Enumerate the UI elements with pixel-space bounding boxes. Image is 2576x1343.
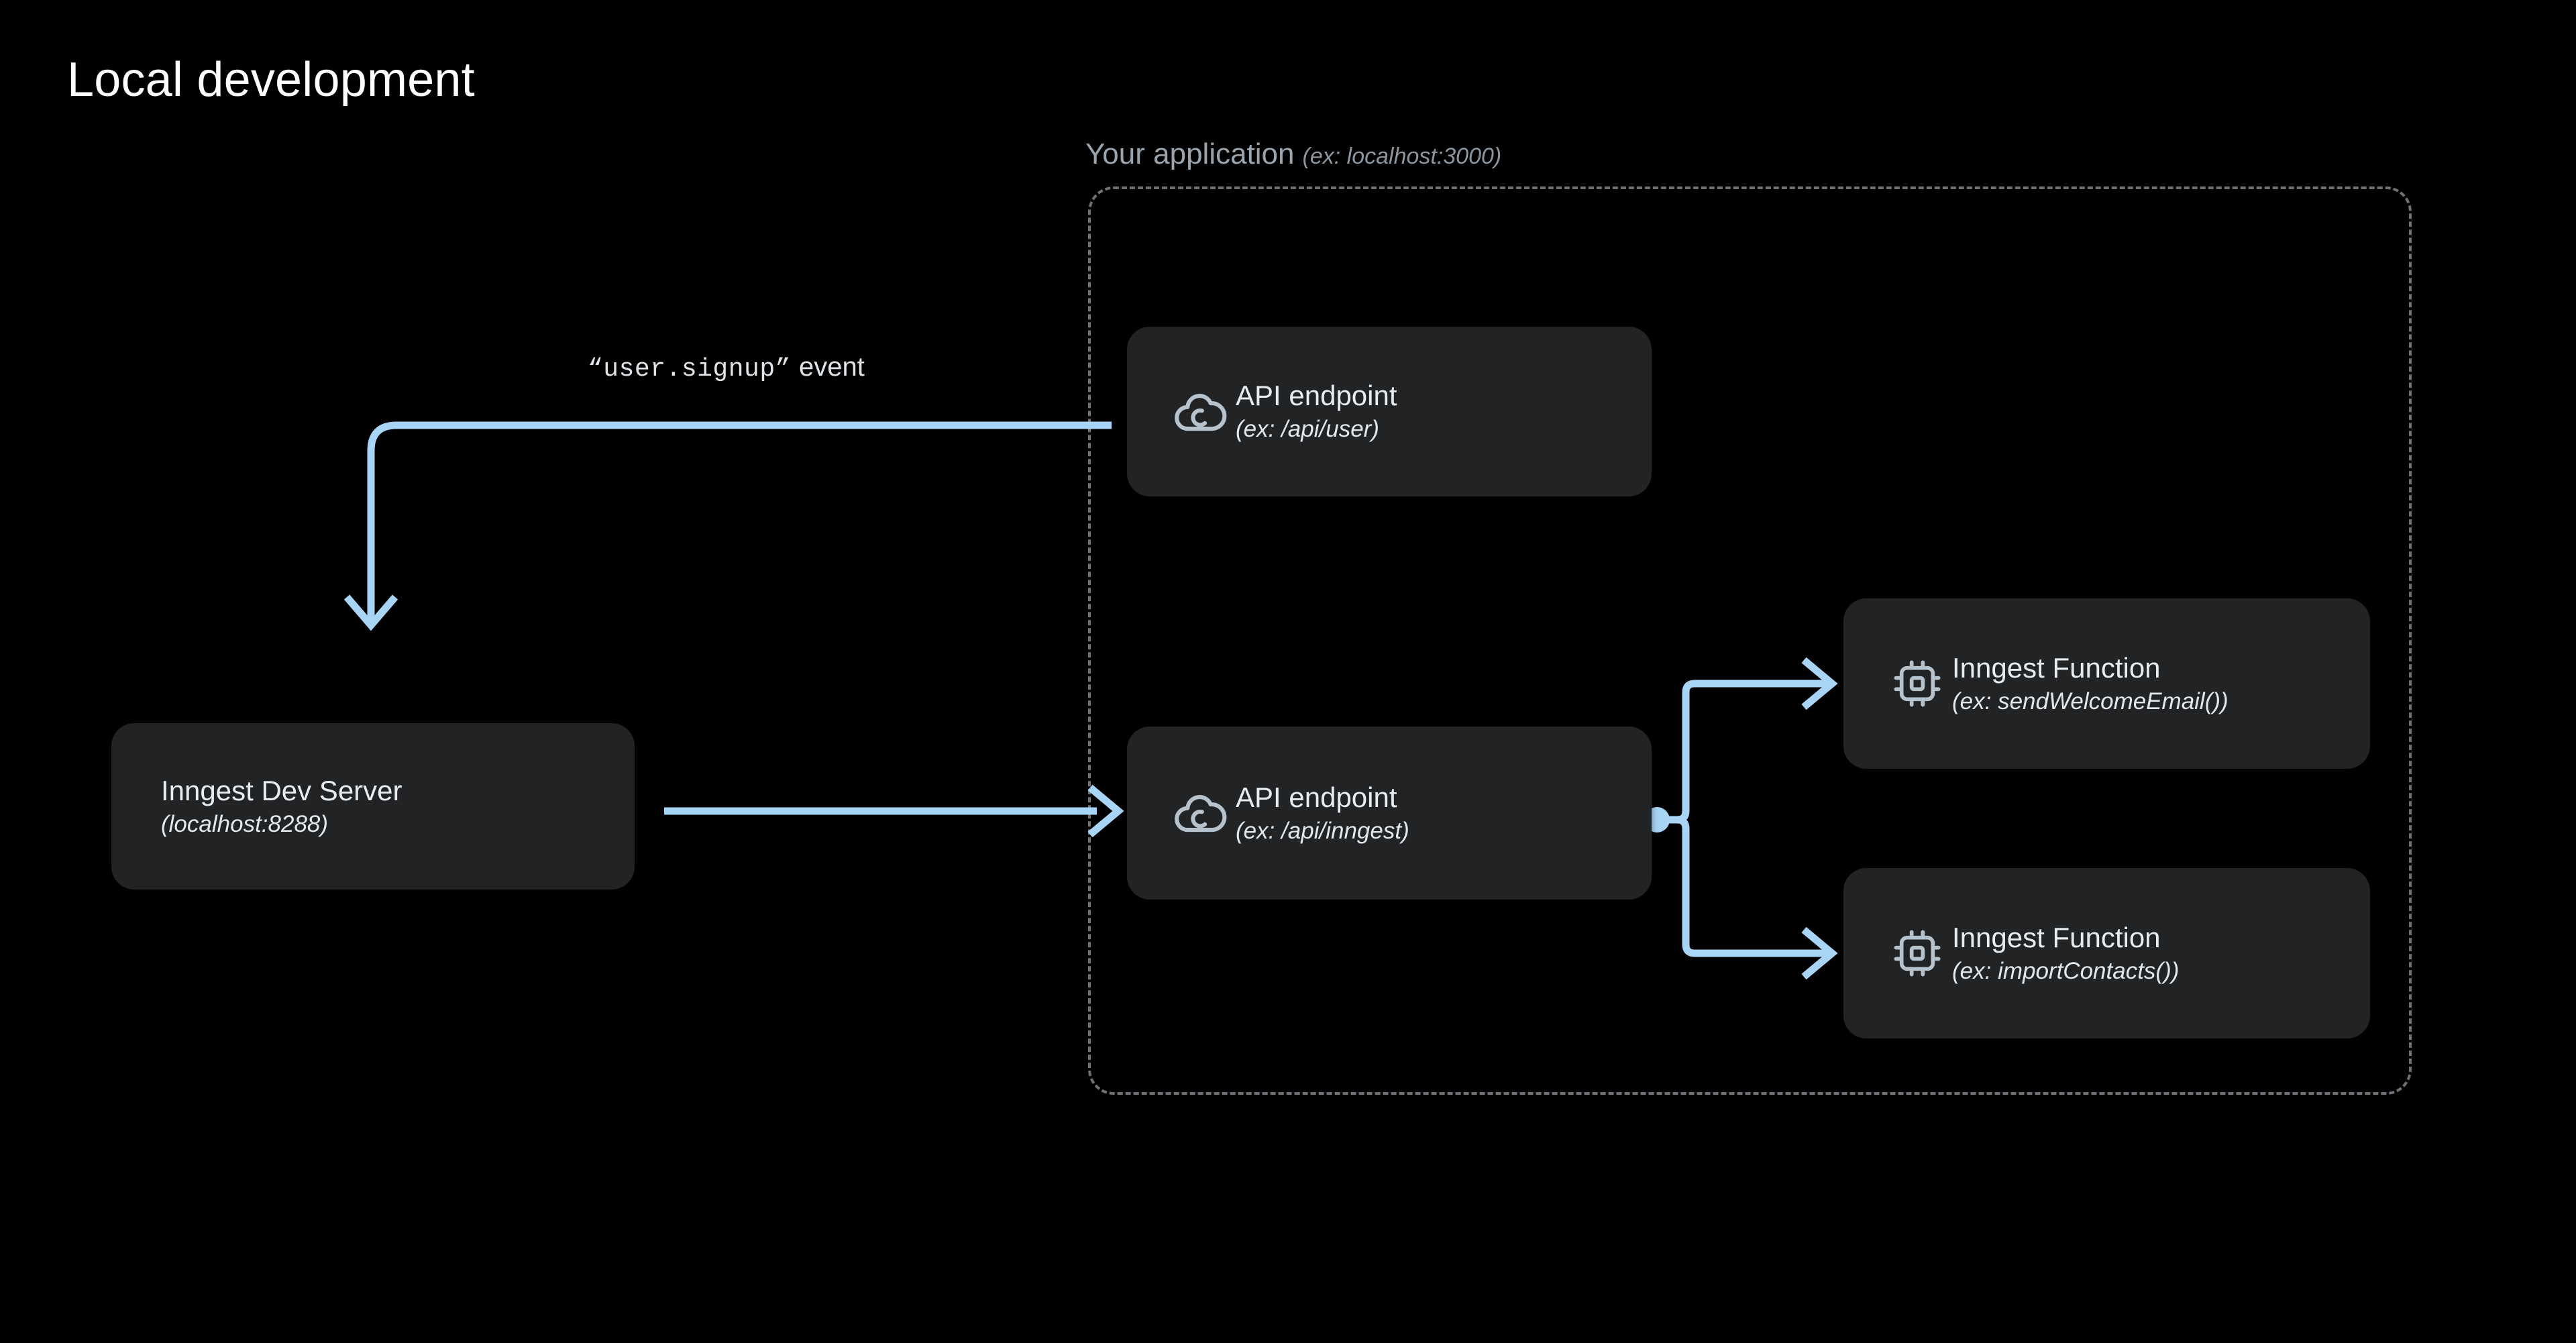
node-text: Inngest Function (ex: sendWelcomeEmail()… [1952,652,2229,715]
application-boundary [1088,186,2412,1095]
node-title: API endpoint [1236,380,1397,412]
node-title: Inngest Function [1952,921,2161,953]
application-group-label-sub: (ex: localhost:3000) [1302,144,1502,169]
event-label-name: “user.signup” [588,355,791,384]
node-subtitle: (localhost:8288) [161,810,329,837]
node-title: Inngest Function [1952,651,2161,684]
node-subtitle: (ex: /api/inngest) [1236,817,1409,844]
connector-event-to-dev-server [343,421,1112,631]
node-title: API endpoint [1236,781,1397,813]
application-group-label-main: Your application [1085,138,1295,170]
connector-dev-server-to-api-inngest [664,784,1124,838]
cpu-chip-icon [1882,598,1952,769]
node-text: Inngest Function (ex: importContacts()) [1952,922,2179,985]
node-subtitle: (ex: sendWelcomeEmail()) [1952,688,2229,714]
node-inngest-function-import-contacts[interactable]: Inngest Function (ex: importContacts()) [1843,868,2370,1038]
node-text: API endpoint (ex: /api/inngest) [1236,782,1409,845]
node-text: API endpoint (ex: /api/user) [1236,380,1397,443]
event-label: “user.signup”event [588,354,865,382]
node-api-endpoint-inngest[interactable]: API endpoint (ex: /api/inngest) [1127,727,1652,900]
cpu-chip-icon [1882,868,1952,1038]
node-inngest-dev-server[interactable]: Inngest Dev Server (localhost:8288) [111,723,635,890]
node-api-endpoint-user[interactable]: API endpoint (ex: /api/user) [1127,327,1652,496]
cloud-icon [1166,327,1236,496]
node-text: Inngest Dev Server (localhost:8288) [161,775,402,838]
cloud-icon [1166,727,1236,900]
node-subtitle: (ex: /api/user) [1236,416,1379,443]
node-subtitle: (ex: importContacts()) [1952,957,2180,984]
node-title: Inngest Dev Server [161,774,402,806]
event-label-suffix: event [798,352,865,382]
application-group-label: Your application (ex: localhost:3000) [1085,140,1501,169]
page-title: Local development [67,53,475,107]
node-inngest-function-send-welcome-email[interactable]: Inngest Function (ex: sendWelcomeEmail()… [1843,598,2370,769]
